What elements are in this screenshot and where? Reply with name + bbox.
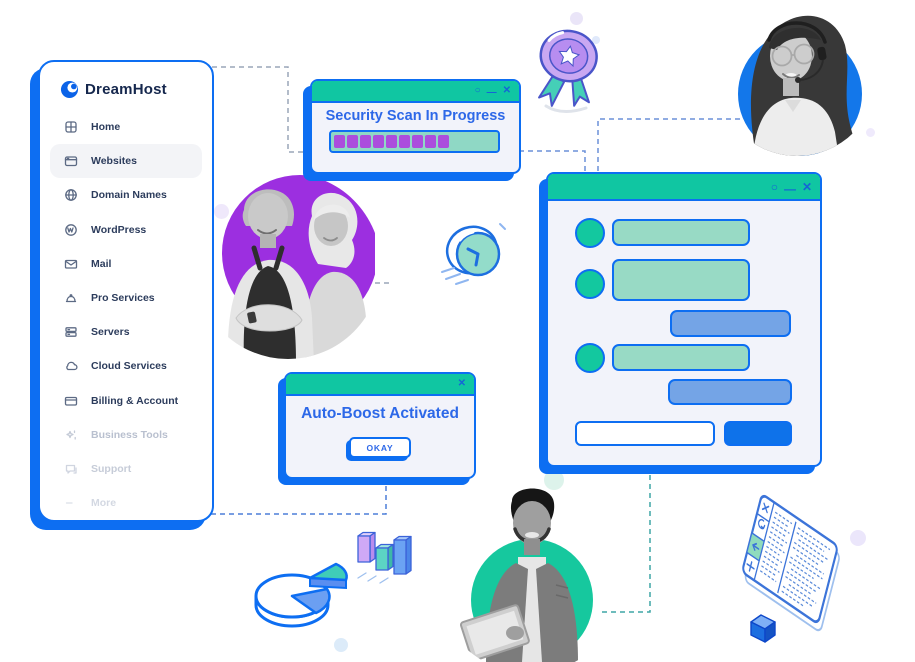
sidebar-item-cloud-services[interactable]: Cloud Services	[50, 349, 202, 383]
background-dot	[214, 204, 229, 219]
chat-window-titlebar: ○ — ✕	[548, 174, 820, 201]
close-icon[interactable]: ✕	[502, 85, 511, 96]
chat-avatar	[575, 343, 605, 373]
speed-clock-icon	[441, 223, 506, 285]
background-dot	[866, 128, 875, 137]
progress-segment	[373, 135, 384, 148]
blue-cube-icon	[750, 614, 776, 643]
okay-button[interactable]: OKAY	[349, 437, 411, 458]
chat-window: ○ — ✕	[546, 172, 822, 467]
more-icon	[65, 502, 73, 504]
chat-avatar	[575, 269, 605, 299]
auto-boost-dialog: ✕ Auto-Boost Activated OKAY	[284, 372, 476, 479]
dreamhost-logo-icon	[60, 80, 79, 99]
sidebar-item-domain-names[interactable]: Domain Names	[50, 178, 202, 212]
progress-segment	[438, 135, 449, 148]
mail-icon	[64, 259, 78, 269]
bar-chart-icon	[357, 531, 412, 584]
background-dot	[334, 638, 348, 652]
background-dot	[592, 36, 600, 44]
minimize-icon[interactable]: —	[486, 87, 497, 98]
chat-input[interactable]	[575, 421, 715, 446]
sidebar-item-more[interactable]: More	[50, 486, 202, 520]
chat-message-left	[612, 344, 750, 371]
minimize-icon[interactable]: —	[783, 181, 796, 196]
support-icon	[65, 464, 77, 474]
sidebar-item-support[interactable]: Support	[50, 452, 202, 486]
sidebar-menu: Home Websites Domain Names WordPress Mai…	[40, 110, 212, 520]
isometric-browser-icon	[742, 494, 840, 643]
sidebar-item-wordpress[interactable]: WordPress	[50, 213, 202, 247]
restore-icon[interactable]: ○	[770, 179, 778, 194]
sidebar-item-mail[interactable]: Mail	[50, 247, 202, 281]
wordpress-icon	[65, 223, 77, 236]
dreamhost-logo-text: DreamHost	[85, 81, 167, 98]
chat-avatar	[575, 218, 605, 248]
progress-segment	[334, 135, 345, 148]
websites-icon	[64, 156, 78, 167]
sidebar-item-websites[interactable]: Websites	[50, 144, 202, 179]
dreamhost-logo: DreamHost	[60, 80, 167, 99]
sidebar-item-pro-services[interactable]: Pro Services	[50, 281, 202, 315]
man-with-tablet-photo	[459, 488, 593, 662]
sidebar-item-servers[interactable]: Servers	[50, 315, 202, 349]
security-scan-progress-bar	[329, 130, 500, 153]
senior-business-owners-photo	[222, 175, 375, 359]
chat-message-left	[612, 219, 750, 246]
restore-icon[interactable]: ○	[474, 85, 481, 96]
dreamhost-sidebar-panel: DreamHost Home Websites Domain Names Wor…	[38, 60, 214, 522]
security-scan-title: Security Scan In Progress	[325, 108, 506, 124]
background-dot	[850, 530, 866, 546]
sidebar-item-business-tools[interactable]: Business Tools	[50, 418, 202, 452]
award-medal-icon	[538, 29, 598, 113]
close-icon[interactable]: ✕	[457, 378, 466, 389]
cloud-icon	[66, 362, 78, 371]
progress-segment	[399, 135, 410, 148]
pro-services-icon	[65, 294, 77, 303]
close-icon[interactable]: ✕	[801, 179, 812, 194]
progress-segment	[360, 135, 371, 148]
security-scan-window: ○ — ✕ Security Scan In Progress	[310, 79, 521, 174]
send-button[interactable]	[724, 421, 792, 446]
chat-message-right	[670, 310, 791, 337]
chat-message-right	[668, 379, 792, 405]
billing-icon	[64, 396, 78, 406]
auto-boost-title: Auto-Boost Activated	[301, 405, 459, 422]
pie-chart-icon	[254, 562, 348, 628]
dialog-titlebar: ✕	[286, 374, 474, 396]
progress-segment	[412, 135, 423, 148]
home-icon	[65, 121, 77, 133]
progress-segment	[425, 135, 436, 148]
chat-message-left	[612, 259, 750, 301]
progress-segment	[386, 135, 397, 148]
sidebar-item-home[interactable]: Home	[50, 110, 202, 144]
security-window-titlebar: ○ — ✕	[312, 81, 519, 103]
globe-icon	[65, 189, 77, 202]
background-dot	[544, 470, 564, 490]
sidebar-item-billing-account[interactable]: Billing & Account	[50, 384, 202, 418]
progress-segment	[347, 135, 358, 148]
background-dot	[570, 12, 583, 25]
servers-icon	[65, 327, 77, 338]
support-agent-photo	[738, 15, 863, 156]
business-tools-icon	[66, 430, 76, 440]
